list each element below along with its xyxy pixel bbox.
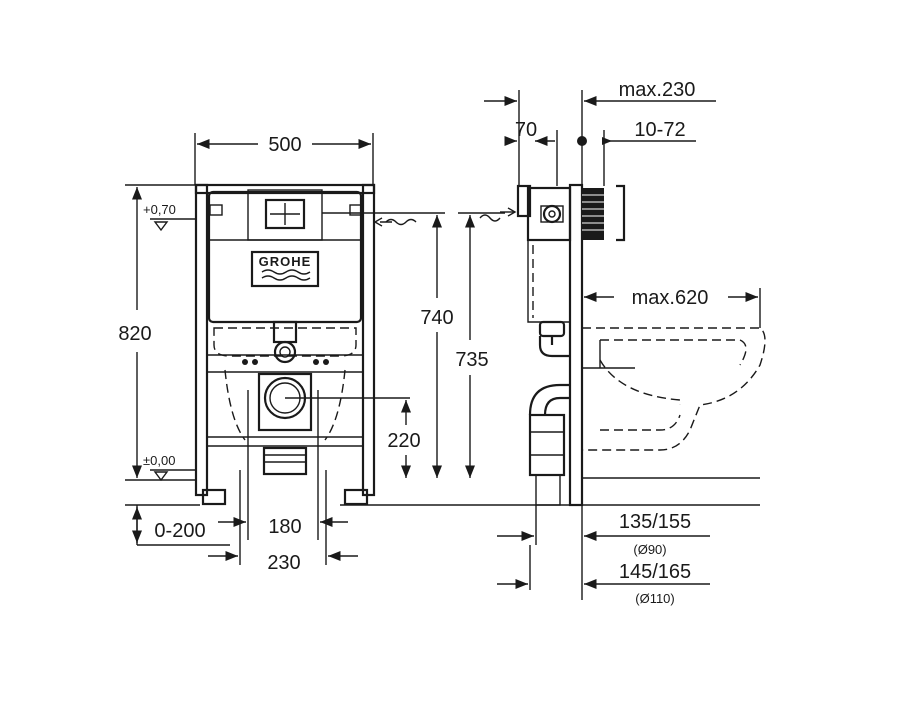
wc-outline <box>582 327 766 479</box>
dimension-10-72: 10-72 <box>577 119 696 186</box>
offset-label: 0-200 <box>154 520 205 542</box>
width-label: 500 <box>268 134 301 156</box>
level-top-label: +0,70 <box>143 202 176 217</box>
outlet-90-label: 135/155 <box>619 511 691 533</box>
dimension-outlet-110: 145/165 (Ø110) <box>497 545 710 606</box>
front-view: 500 GROHE <box>118 133 760 574</box>
dimension-740: 740 <box>420 215 454 478</box>
outlet-110-diameter: (Ø110) <box>635 591 675 606</box>
waste-outlet <box>224 369 410 476</box>
dimension-outlet-90: 135/155 (Ø90) <box>497 505 710 600</box>
water-inlet-symbol <box>322 212 445 227</box>
dimension-180: 180 <box>218 390 348 540</box>
max-projection-label: max.620 <box>632 287 709 309</box>
flush-plate <box>264 198 306 230</box>
level-mark-floor: ±0,00 <box>143 453 196 482</box>
dimension-70: 70 <box>504 119 558 186</box>
grohe-logo <box>250 250 320 288</box>
inlet-offset-label: 70 <box>515 119 537 141</box>
frame-side-profile <box>516 183 626 507</box>
dimension-max-230: max.230 <box>484 79 716 186</box>
outlet-110-label: 145/165 <box>619 561 691 583</box>
level-floor-label: ±0,00 <box>143 453 175 468</box>
outlet-90-diameter: (Ø90) <box>633 542 666 557</box>
installation-frame <box>194 183 376 506</box>
dimension-offset-0-200: 0-200 <box>131 505 230 546</box>
outlet-spacing-label: 180 <box>268 516 301 538</box>
logo-text: GROHE <box>259 254 312 269</box>
wall-thickness-label: 10-72 <box>634 119 685 141</box>
inner-width-label: 230 <box>267 552 300 574</box>
dimension-width-500: 500 <box>194 133 374 185</box>
max-depth-label: max.230 <box>619 79 696 101</box>
side-height-label: 735 <box>455 349 488 371</box>
inlet-height-label: 740 <box>420 307 453 329</box>
dimension-230: 230 <box>208 470 358 574</box>
height-label: 820 <box>118 323 151 345</box>
outlet-height-label: 220 <box>387 430 420 452</box>
dimension-height-820: 820 <box>118 184 196 481</box>
cistern: GROHE <box>207 189 363 365</box>
dimension-max-620: max.620 <box>584 287 761 328</box>
dimension-735: 735 <box>455 207 517 478</box>
side-view: 735 <box>455 79 766 606</box>
dimension-220: 220 <box>387 400 421 478</box>
level-mark-top: +0,70 <box>143 202 196 232</box>
